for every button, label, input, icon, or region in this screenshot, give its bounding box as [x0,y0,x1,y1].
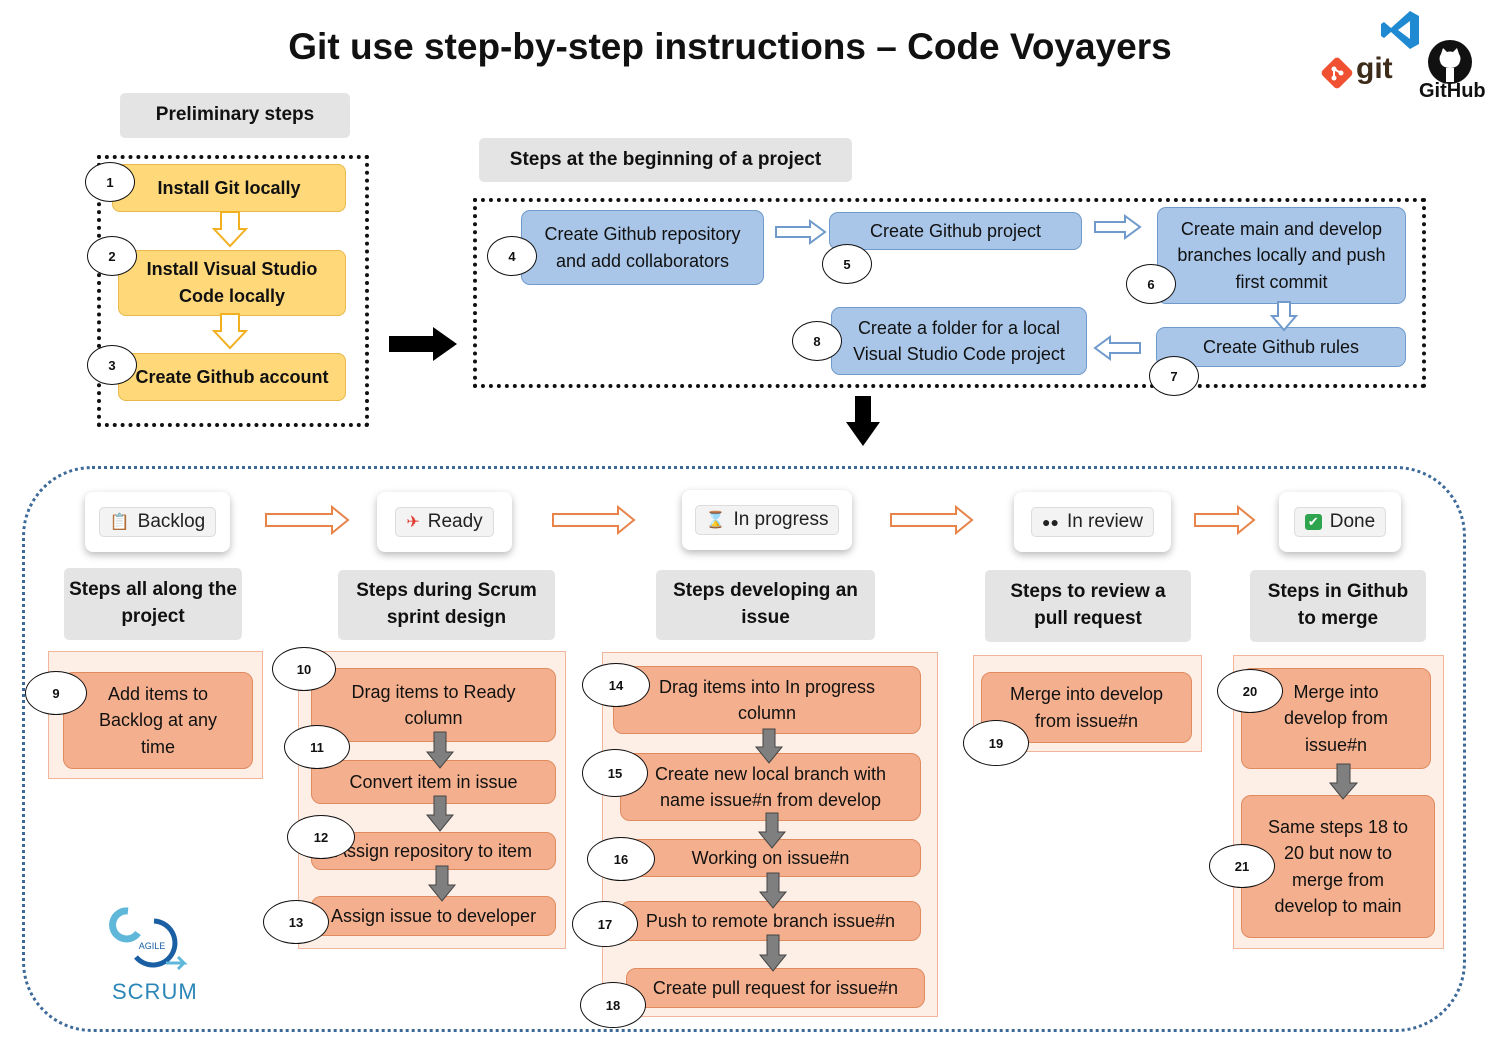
step-9-box: Add items to Backlog at any time [63,672,253,769]
step-number-18: 18 [580,982,646,1028]
step-8-box: Create a folder for a local Visual Studi… [831,307,1087,375]
step-number-12: 12 [287,815,355,859]
step-number-7: 7 [1149,356,1199,396]
preliminary-group [97,155,369,427]
column-header-ready: Steps during Scrum sprint design [338,570,555,640]
agile-scrum-logo-icon: AGILE [108,905,198,977]
column-tab-ready: ✈Ready [377,492,512,552]
down-arrow-icon [846,396,880,446]
step-17-box: Push to remote branch issue#n [620,901,921,941]
page-title: Git use step-by-step instructions – Code… [288,26,1172,67]
tab-arrows [265,504,1256,536]
step-3-box: Create Github account [118,353,346,401]
step-5-box: Create Github project [829,212,1082,250]
step-number-11: 11 [284,725,350,769]
step-number-3: 3 [87,345,137,385]
scrum-logo-text: SCRUM [112,979,198,1004]
column-tab-in-progress: ⌛In progress [682,490,852,550]
step-number-20: 20 [1217,669,1283,713]
step-10-box: Drag items to Ready column [311,668,556,742]
step-number-1: 1 [85,162,135,202]
step-number-17: 17 [572,901,638,947]
preliminary-arrows [211,211,249,350]
down-arrow-6-7 [1269,301,1299,332]
beginning-arrows [775,214,1142,361]
step-16-box: Working on issue#n [620,839,921,877]
step-7-box: Create Github rules [1156,327,1406,367]
step-number-6: 6 [1126,264,1176,304]
rocket-icon: ✈ [406,514,420,531]
beginning-group [473,198,1426,388]
preliminary-header: Preliminary steps [120,93,350,138]
step-18-box: Create pull request for issue#n [626,968,925,1008]
step-number-5: 5 [822,244,872,284]
vscode-logo-icon [1378,8,1422,52]
column-header-in-progress: Steps developing an issue [656,570,875,640]
column-header-in-review: Steps to review a pull request [985,570,1191,642]
column-header-done: Steps in Github to merge [1250,570,1426,642]
step-1-box: Install Git locally [112,164,346,212]
scrum-board-group [22,466,1466,1032]
step-11-box: Convert item in issue [311,760,556,804]
step-number-13: 13 [263,900,329,944]
step-14-box: Drag items into In progress column [613,666,921,734]
git-logo-text: git [1356,52,1393,85]
step-number-8: 8 [792,321,842,361]
step-number-19: 19 [963,720,1029,766]
column-header-backlog: Steps all along the project [64,568,242,640]
step-6-box: Create main and develop branches locally… [1157,207,1406,304]
eyes-icon: ●● [1042,514,1059,530]
step-4-box: Create Github repository and add collabo… [521,210,764,285]
column-tab-done: ✔Done [1279,492,1401,552]
column-tab-backlog: 📋Backlog [85,492,230,552]
git-logo-icon [1320,56,1354,90]
step-number-16: 16 [587,837,655,881]
step-number-21: 21 [1209,844,1275,888]
step-13-box: Assign issue to developer [311,896,556,936]
clipboard-icon: 📋 [109,514,130,531]
agile-label: AGILE [139,941,166,951]
right-arrow-icon [389,327,457,361]
check-icon: ✔ [1304,514,1322,530]
step-number-15: 15 [582,749,648,797]
step-number-2: 2 [87,236,137,276]
step-number-4: 4 [487,236,537,276]
github-logo-icon [1426,38,1474,86]
step-number-9: 9 [25,671,87,715]
step-number-14: 14 [582,663,650,707]
column-tab-in-review: ●●In review [1014,492,1171,552]
hourglass-icon: ⌛ [705,512,726,529]
step-number-10: 10 [272,647,336,691]
github-logo-text: GitHub [1419,80,1486,102]
step-15-box: Create new local branch with name issue#… [620,753,921,821]
step-2-box: Install Visual Studio Code locally [118,250,346,316]
step-19-box: Merge into develop from issue#n [981,672,1192,743]
beginning-header: Steps at the beginning of a project [479,138,852,182]
